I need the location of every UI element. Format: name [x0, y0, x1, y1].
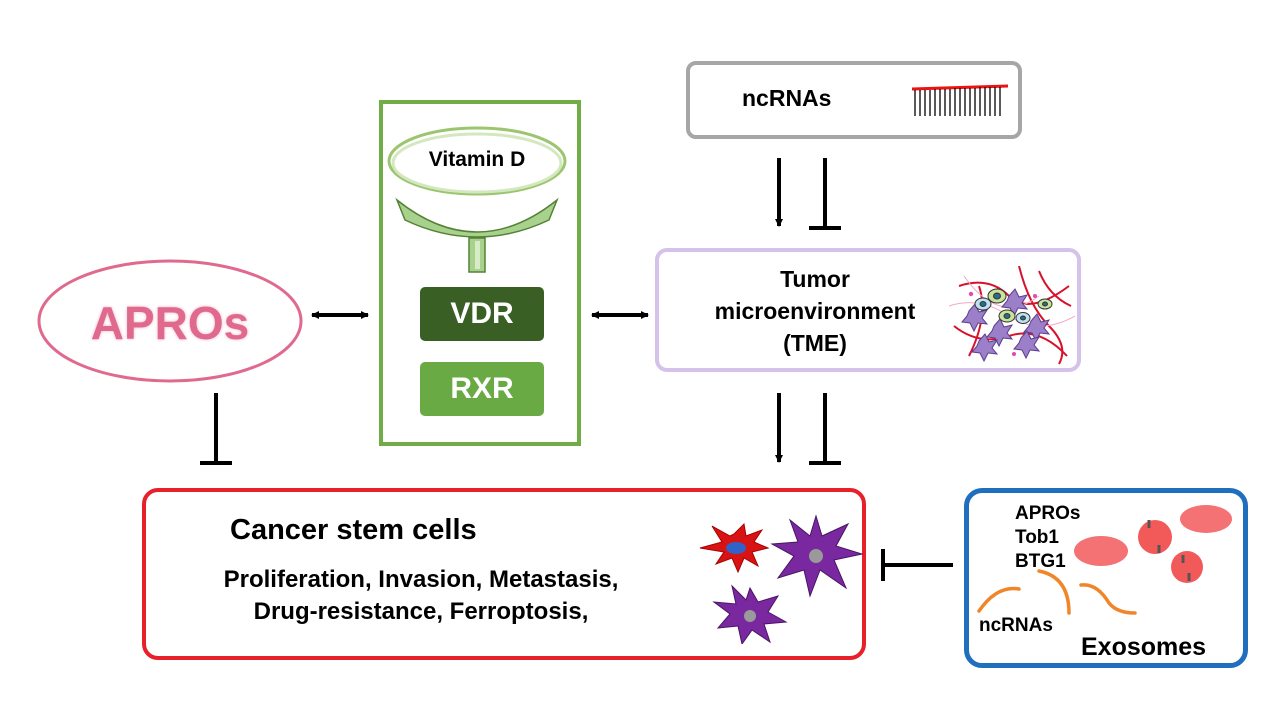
tme-cells-illustration	[949, 266, 1075, 365]
cancer-stem-cells-title: Cancer stem cells	[230, 514, 477, 546]
exosomes-illustration	[977, 505, 1232, 615]
exosome-vesicle-icon	[1138, 520, 1172, 554]
cancer-features-line-2: Drug-resistance, Ferroptosis,	[253, 598, 589, 625]
tme-box: Tumor microenvironment (TME)	[655, 248, 1081, 372]
cancer-cells-illustration	[699, 514, 864, 644]
cancer-stem-cells-box: Cancer stem cells Proliferation, Invasio…	[142, 488, 866, 660]
ncrnas-to-tme-inhibition	[809, 158, 841, 230]
rxr-label: RXR	[420, 362, 544, 416]
exosomes-box: APROs Tob1 BTG1 ncRNAs Exosomes	[964, 488, 1248, 668]
exosome-item-btg1: BTG1	[1015, 551, 1066, 572]
exosome-item-tob1: Tob1	[1015, 527, 1059, 548]
exosome-ncrnas-label: ncRNAs	[979, 615, 1053, 636]
ncrnas-box: ncRNAs	[686, 61, 1022, 139]
ncrnas-label: ncRNAs	[742, 85, 832, 111]
exosome-item-apros: APROs	[1015, 503, 1081, 524]
vitamin-d-label: Vitamin D	[428, 148, 526, 171]
tme-line-1: Tumor	[780, 266, 850, 292]
vdr-label: VDR	[420, 287, 544, 341]
vitamin-d-receptor-box: Vitamin D VDR RXR	[379, 100, 581, 446]
tme-to-cancer-inhibition	[809, 393, 841, 465]
exosome-vesicle-icon	[1171, 551, 1203, 583]
apros-to-cancer-inhibition	[200, 393, 232, 465]
apros-node: APROs	[36, 258, 304, 384]
apros-ellipse	[37, 259, 303, 383]
exosome-vesicle-icon	[1180, 505, 1232, 533]
apros-label: APROs	[90, 297, 250, 349]
tme-line-2: microenvironment	[714, 298, 916, 324]
exosome-vesicle-icon	[1074, 536, 1128, 566]
exosomes-to-cancer-inhibition	[881, 549, 953, 581]
cancer-features-line-1: Proliferation, Invasion, Metastasis,	[223, 566, 619, 593]
exosomes-title: Exosomes	[1081, 633, 1207, 661]
vitamin-d-receptor-illustration	[387, 126, 567, 273]
tme-line-3: (TME)	[783, 330, 847, 356]
ncrna-strand-icon	[911, 84, 1009, 116]
